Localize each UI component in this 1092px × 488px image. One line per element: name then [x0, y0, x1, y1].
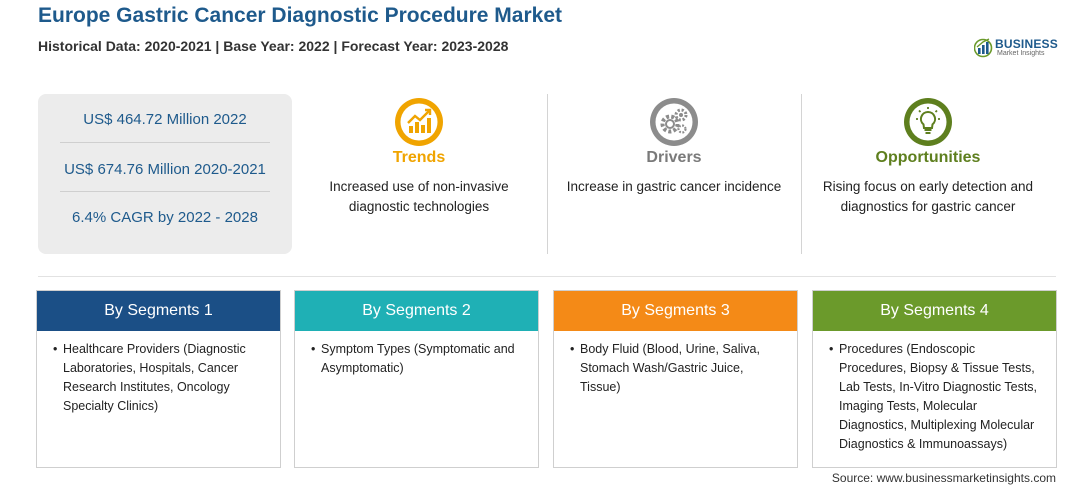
source-note: Source: www.businessmarketinsights.com [831, 471, 1056, 485]
segment-card-4: By Segments 4 Procedures (Endoscopic Pro… [812, 290, 1057, 468]
logo-mark-icon [974, 38, 993, 58]
opportunities-heading: Opportunities [875, 149, 981, 166]
segment-4-title: By Segments 4 [813, 291, 1056, 331]
stat-divider [60, 191, 270, 192]
page-title: Europe Gastric Cancer Diagnostic Procedu… [38, 4, 563, 27]
stat-cagr: 6.4% CAGR by 2022 - 2028 [72, 209, 258, 226]
segment-4-list: Procedures (Endoscopic Procedures, Biops… [813, 331, 1056, 454]
segment-2-title: By Segments 2 [295, 291, 538, 331]
segment-2-list: Symptom Types (Symptomatic and Asymptoma… [295, 331, 538, 378]
segment-card-2: By Segments 2 Symptom Types (Symptomatic… [294, 290, 539, 468]
section-divider [38, 276, 1056, 277]
stat-divider [60, 142, 270, 143]
column-divider [801, 94, 802, 254]
stat-market-value-2022: US$ 464.72 Million 2022 [83, 111, 247, 128]
segment-1-list: Healthcare Providers (Diagnostic Laborat… [37, 331, 280, 416]
list-item: Procedures (Endoscopic Procedures, Biops… [829, 340, 1046, 454]
segment-1-title: By Segments 1 [37, 291, 280, 331]
logo-tagline: Market Insights [997, 50, 1045, 57]
column-divider [547, 94, 548, 254]
list-item: Symptom Types (Symptomatic and Asymptoma… [311, 340, 528, 378]
list-item: Healthcare Providers (Diagnostic Laborat… [53, 340, 270, 416]
trends-description: Increased use of non-invasive diagnostic… [329, 179, 509, 214]
segment-3-title: By Segments 3 [554, 291, 797, 331]
stat-historical-value: US$ 674.76 Million 2020-2021 [64, 161, 266, 178]
market-stats-panel: US$ 464.72 Million 2022 US$ 674.76 Milli… [38, 94, 292, 254]
segment-card-3: By Segments 3 Body Fluid (Blood, Urine, … [553, 290, 798, 468]
page-subtitle: Historical Data: 2020-2021 | Base Year: … [38, 38, 509, 54]
list-item: Body Fluid (Blood, Urine, Saliva, Stomac… [570, 340, 787, 397]
brand-logo[interactable]: BUSINESS Market Insights [974, 34, 1058, 60]
drivers-description: Increase in gastric cancer incidence [566, 179, 782, 194]
trend-chart-icon [395, 98, 443, 146]
opportunities-description: Rising focus on early detection and diag… [822, 179, 1034, 214]
trends-heading: Trends [392, 149, 446, 166]
drivers-heading: Drivers [646, 149, 702, 166]
segment-3-list: Body Fluid (Blood, Urine, Saliva, Stomac… [554, 331, 797, 397]
segment-card-1: By Segments 1 Healthcare Providers (Diag… [36, 290, 281, 468]
lightbulb-icon [904, 98, 952, 146]
logo-wordmark: BUSINESS [995, 37, 1058, 51]
gears-icon [650, 98, 698, 146]
